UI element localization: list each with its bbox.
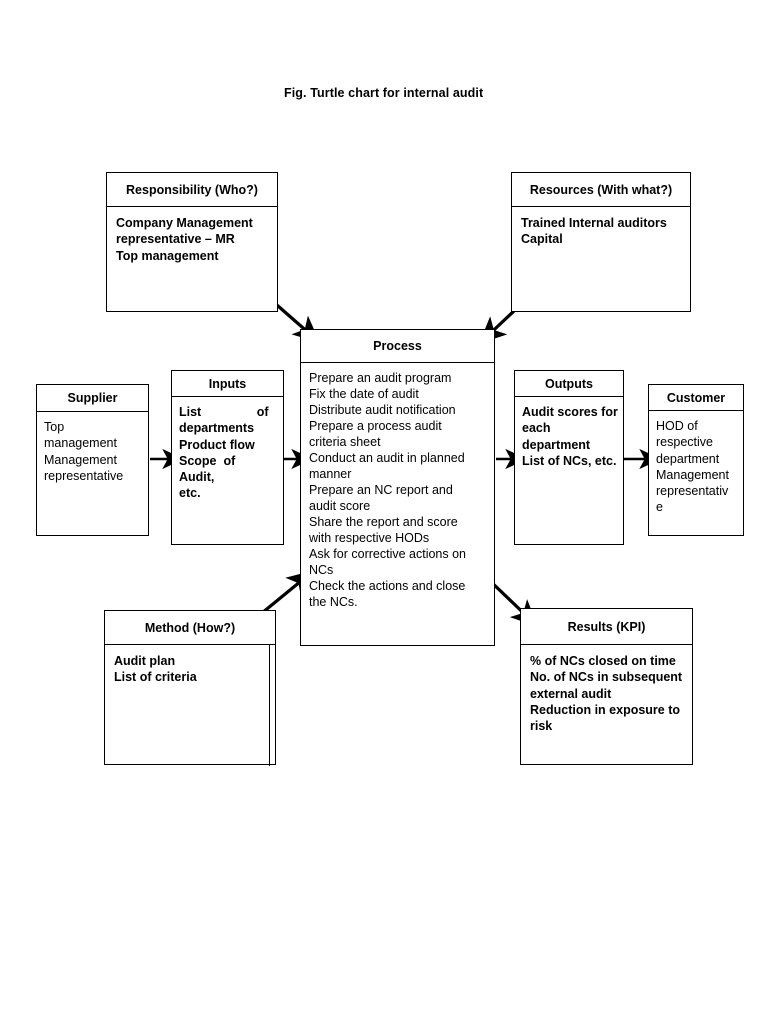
text-line: respective <box>656 435 713 450</box>
text-line: risk <box>530 719 553 733</box>
text-line: List of <box>179 405 269 419</box>
box-responsibility[interactable]: Responsibility (Who?) Company Management… <box>106 172 278 312</box>
box-method-header: Method (How?) <box>105 611 275 645</box>
box-supplier-body: Top management Management representative <box>37 412 148 484</box>
box-supplier-header: Supplier <box>37 385 148 412</box>
box-customer[interactable]: Customer HOD of respective department Ma… <box>648 384 744 536</box>
box-method-inner-border <box>105 645 270 766</box>
text-line: Prepare an NC report and <box>309 483 453 497</box>
text-line: external audit <box>530 686 612 701</box>
text-line: Fix the date of audit <box>309 387 419 401</box>
text-line: Top <box>44 420 65 434</box>
box-customer-header: Customer <box>649 385 743 411</box>
box-outputs[interactable]: Outputs Audit scores for each department… <box>514 370 624 545</box>
box-process-body: Prepare an audit program Fix the date of… <box>301 363 494 610</box>
text-line: No. of NCs in subsequent <box>530 670 683 685</box>
text-line: e <box>656 500 663 515</box>
text-line: Management <box>656 467 729 482</box>
text-line: Trained Internal auditors <box>521 216 667 230</box>
text-line: Product flow <box>179 437 255 452</box>
text-line: Ask for corrective actions on <box>309 547 467 561</box>
text-line: representativ <box>656 484 729 498</box>
box-responsibility-body: Company Management representative – MR T… <box>107 207 277 264</box>
box-method[interactable]: Method (How?) Audit plan List of criteri… <box>104 610 276 766</box>
text-line: % of NCs closed on time <box>530 654 676 668</box>
text-line: departments <box>179 421 255 436</box>
text-line: Audit scores for <box>522 405 618 419</box>
box-inputs[interactable]: Inputs List of departments Product flow … <box>171 370 284 545</box>
text-line: department <box>522 437 591 452</box>
figure-title: Fig. Turtle chart for internal audit <box>284 86 484 100</box>
text-line: Scope of Audit, <box>179 453 242 484</box>
text-line: Share the report and score <box>309 515 458 529</box>
text-line: Company Management <box>116 216 253 230</box>
text-line: Top management <box>116 248 219 263</box>
box-process-header: Process <box>301 330 494 363</box>
text-line: Audit plan <box>114 654 176 668</box>
box-method-body: Audit plan List of criteria <box>105 645 275 686</box>
box-resources-body: Trained Internal auditors Capital <box>512 207 690 248</box>
text-line: with respective HODs <box>309 531 430 545</box>
box-inputs-header: Inputs <box>172 371 283 397</box>
box-supplier[interactable]: Supplier Top management Management repre… <box>36 384 149 536</box>
text-line: NCs <box>309 563 334 577</box>
box-customer-body: HOD of respective department Management … <box>649 411 743 516</box>
box-results-header: Results (KPI) <box>521 609 692 645</box>
text-line: representative <box>44 468 124 483</box>
text-line: Distribute audit notification <box>309 403 456 417</box>
text-line: department <box>656 451 720 466</box>
text-line: each <box>522 421 551 436</box>
text-line: Reduction in exposure to <box>530 702 681 717</box>
box-process[interactable]: Process Prepare an audit program Fix the… <box>300 329 495 646</box>
text-line: Prepare an audit program <box>309 371 452 385</box>
text-line: audit score <box>309 499 371 513</box>
text-line: Capital <box>521 232 563 247</box>
text-line: List of criteria <box>114 670 197 685</box>
box-responsibility-header: Responsibility (Who?) <box>107 173 277 207</box>
box-results[interactable]: Results (KPI) % of NCs closed on time No… <box>520 608 693 765</box>
text-line: etc. <box>179 486 201 501</box>
box-results-body: % of NCs closed on time No. of NCs in su… <box>521 645 692 734</box>
box-outputs-body: Audit scores for each department List of… <box>515 397 623 469</box>
text-line: criteria sheet <box>309 435 381 449</box>
text-line: List of NCs, etc. <box>522 453 617 468</box>
text-line: manner <box>309 467 352 481</box>
box-resources-header: Resources (With what?) <box>512 173 690 207</box>
text-line: Management <box>44 452 117 467</box>
box-inputs-body: List of departments Product flow Scope o… <box>172 397 283 502</box>
text-line: the NCs. <box>309 595 358 609</box>
text-line: Conduct an audit in planned <box>309 451 465 465</box>
text-line: management <box>44 436 117 451</box>
text-line: HOD of <box>656 419 698 433</box>
text-line: representative – MR <box>116 232 235 247</box>
box-outputs-header: Outputs <box>515 371 623 397</box>
text-line: Check the actions and close <box>309 579 466 593</box>
box-resources[interactable]: Resources (With what?) Trained Internal … <box>511 172 691 312</box>
text-line: Prepare a process audit <box>309 419 442 433</box>
